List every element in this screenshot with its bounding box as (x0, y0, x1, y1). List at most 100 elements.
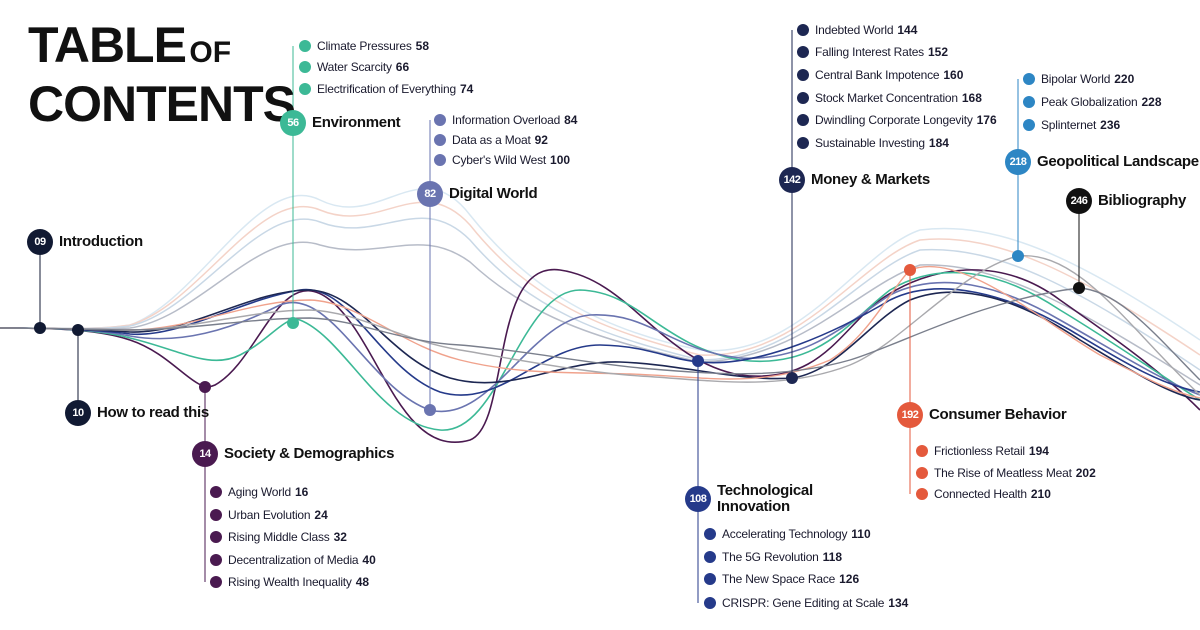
chapter-title: Bibliography (1098, 192, 1187, 209)
bullet-dot (434, 154, 446, 166)
bullet-dot (797, 137, 809, 149)
sub-page: 118 (822, 550, 843, 564)
sub-page: 100 (550, 153, 571, 167)
node-tech (692, 355, 704, 367)
wave-faint-1 (0, 188, 1200, 352)
sub-page: 126 (839, 572, 860, 586)
sub-label: Connected Health (934, 487, 1027, 501)
chapter-badge: 14 (192, 441, 218, 467)
chapter-tech[interactable]: 108 Technological Innovation (685, 483, 817, 515)
sub-label: Rising Wealth Inequality (228, 575, 352, 589)
sub-page: 160 (943, 68, 964, 82)
sub-label: The New Space Race (722, 572, 836, 586)
chapter-title: How to read this (97, 404, 209, 421)
node-biblio (1073, 282, 1085, 294)
chapter-geo[interactable]: 218 Geopolitical Landscape (1005, 149, 1199, 175)
sub-page: 66 (395, 60, 410, 74)
chapter-environment[interactable]: 56 Environment (280, 110, 401, 136)
chapter-badge: 142 (779, 167, 805, 193)
chapter-title: Digital World (449, 185, 538, 202)
sub-page: 134 (888, 596, 909, 610)
sub-page: 92 (534, 133, 548, 147)
sub-page: 40 (362, 553, 376, 567)
chapter-digital[interactable]: 82 Digital World (417, 181, 538, 207)
sub-label: The Rise of Meatless Meat (934, 466, 1072, 480)
title-table: TABLE (28, 17, 187, 73)
bullet-dot (1023, 119, 1035, 131)
sub-label: Decentralization of Media (228, 553, 359, 567)
sub-label: Water Scarcity (317, 60, 392, 74)
chapter-title: Society & Demographics (224, 445, 395, 462)
sub-label: Bipolar World (1041, 72, 1111, 86)
chapter-badge: 108 (685, 486, 711, 512)
bullet-dot (704, 573, 716, 585)
sub-page: 228 (1141, 95, 1162, 109)
wave-faint-3 (0, 217, 1200, 371)
sub-label: Climate Pressures (317, 39, 412, 53)
bullet-dot (797, 92, 809, 104)
sub-page: 168 (961, 91, 982, 105)
chapter-howto[interactable]: 10 How to read this (65, 400, 209, 426)
chapter-title: Environment (312, 114, 401, 131)
wave-faint-2 (0, 201, 1200, 356)
sub-label: Splinternet (1041, 118, 1097, 132)
sub-label: Aging World (228, 485, 291, 499)
bullet-dot (704, 597, 716, 609)
sub-page: 24 (314, 508, 328, 522)
sub-page: 48 (355, 575, 370, 589)
sub-label: Electrification of Everything (317, 82, 456, 96)
bullet-dot (704, 528, 716, 540)
chapter-consumer[interactable]: 192 Consumer Behavior (897, 402, 1067, 428)
bullet-dot (797, 69, 809, 81)
node-money (786, 372, 798, 384)
chapter-intro[interactable]: 09 Introduction (27, 229, 143, 255)
wave-faint-4 (0, 241, 1200, 386)
bullet-dot (704, 551, 716, 563)
chapter-society[interactable]: 14 Society & Demographics (192, 441, 394, 467)
bullet-dot (797, 114, 809, 126)
chapter-badge: 56 (280, 110, 306, 136)
chapter-money[interactable]: 142 Money & Markets (779, 167, 930, 193)
node-consumer (904, 264, 916, 276)
bullet-dot (434, 134, 446, 146)
sub-page: 74 (459, 82, 474, 96)
bullet-dot (916, 467, 928, 479)
bullet-dot (210, 576, 222, 588)
bullet-dot (210, 509, 222, 521)
bullet-dot (916, 445, 928, 457)
chapter-badge: 246 (1066, 188, 1092, 214)
sub-label: Peak Globalization (1041, 95, 1138, 109)
bullet-dot (299, 40, 311, 52)
wave-tech (0, 288, 1200, 396)
chapter-biblio[interactable]: 246 Bibliography (1066, 188, 1186, 214)
sub-page: 202 (1075, 466, 1096, 480)
